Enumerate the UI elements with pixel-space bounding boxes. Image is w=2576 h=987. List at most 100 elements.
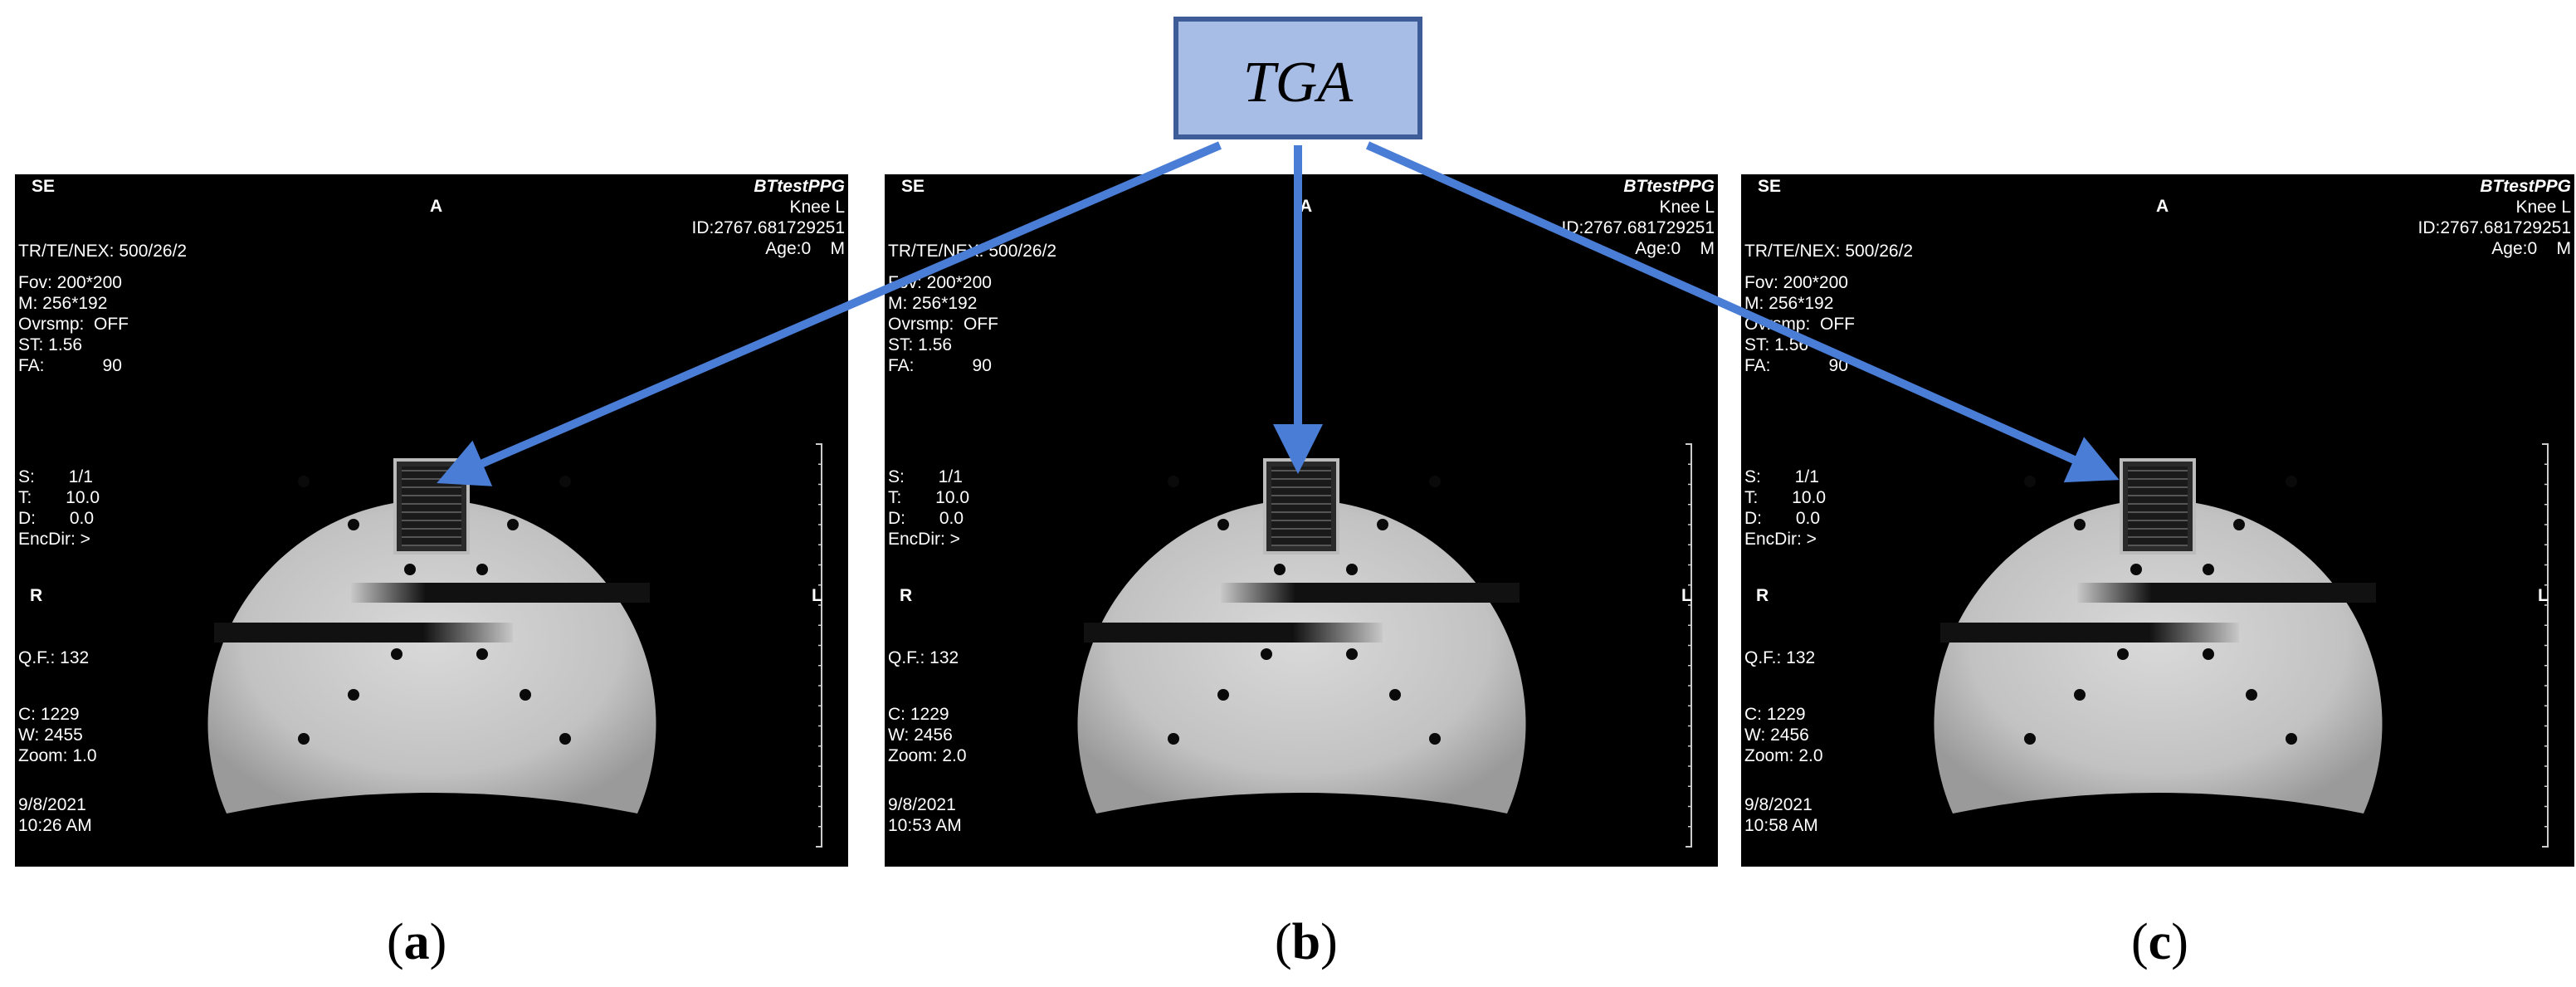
phantom-marker — [1346, 648, 1358, 660]
phantom-marker — [1377, 519, 1388, 530]
phantom-marker — [298, 733, 310, 745]
overlay-patient-id: ID:2767.681729251 — [2417, 218, 2572, 237]
phantom-body — [207, 500, 656, 814]
overlay-date: 9/8/2021 — [888, 795, 956, 814]
slot-right — [1221, 583, 1520, 603]
phantom-marker — [1261, 648, 1272, 660]
overlay-orient-top: A — [2156, 197, 2169, 216]
phantom-marker — [2130, 564, 2142, 575]
overlay-d: D: 0.0 — [888, 509, 964, 528]
overlay-orient-right: L — [2538, 586, 2549, 605]
tga-callout-box: TGA — [1173, 17, 1422, 139]
phantom-marker — [476, 564, 488, 575]
phantom-marker — [1274, 564, 1286, 575]
overlay-zoom: Zoom: 2.0 — [1744, 746, 1823, 765]
phantom-marker — [520, 689, 531, 701]
phantom-marker — [2024, 733, 2036, 745]
overlay-body-part: Knee L — [2515, 198, 2571, 217]
overlay-time: 10:58 AM — [1744, 816, 1818, 835]
overlay-zoom: Zoom: 1.0 — [18, 746, 97, 765]
phantom-marker — [2117, 648, 2129, 660]
overlay-c: C: 1229 — [1744, 705, 1806, 724]
phantom-marker — [2024, 476, 2036, 487]
overlay-fa: FA: 90 — [18, 356, 122, 375]
overlay-encdir: EncDir: > — [18, 530, 90, 549]
overlay-d: D: 0.0 — [18, 509, 95, 528]
slot-left — [1084, 623, 1383, 643]
overlay-patient-id: ID:2767.681729251 — [1561, 218, 1715, 237]
overlay-st: ST: 1.56 — [18, 335, 83, 354]
overlay-qf: Q.F.: 132 — [888, 648, 959, 667]
overlay-fov: Fov: 200*200 — [18, 273, 122, 292]
arrow-to-panel-c — [1365, 141, 2120, 483]
phantom-marker — [1168, 733, 1179, 745]
phantom-marker — [1346, 564, 1358, 575]
phantom-marker — [2233, 519, 2245, 530]
phantom-marker — [1217, 689, 1229, 701]
overlay-matrix: M: 256*192 — [18, 294, 108, 313]
overlay-patient-id: ID:2767.681729251 — [691, 218, 846, 237]
overlay-st: ST: 1.56 — [888, 335, 953, 354]
overlay-tr-te-nex: TR/TE/NEX: 500/26/2 — [18, 242, 188, 261]
overlay-fa: FA: 90 — [888, 356, 992, 375]
sublabel-b: (b) — [1275, 914, 1338, 970]
phantom-marker — [507, 519, 519, 530]
overlay-age: Age:0 M — [1635, 239, 1715, 258]
phantom-marker — [2286, 476, 2297, 487]
overlay-qf: Q.F.: 132 — [18, 648, 90, 667]
overlay-time: 10:53 AM — [888, 816, 962, 835]
phantom-marker — [1429, 476, 1441, 487]
overlay-age: Age:0 M — [2491, 239, 2571, 258]
overlay-protocol: BTtestPPG — [754, 177, 845, 196]
overlay-seq: SE — [1758, 177, 1782, 196]
phantom-marker — [348, 519, 359, 530]
phantom-marker — [2203, 564, 2214, 575]
overlay-w: W: 2455 — [18, 726, 83, 745]
overlay-s: S: 1/1 — [18, 467, 93, 486]
phantom-image — [1077, 443, 1692, 848]
overlay-matrix: M: 256*192 — [1744, 294, 1834, 313]
overlay-ovrsmp: Ovrsmp: OFF — [888, 315, 998, 334]
sublabel-a: (a) — [387, 914, 447, 970]
overlay-orient-left: R — [1756, 586, 1769, 605]
overlay-s: S: 1/1 — [1744, 467, 1819, 486]
overlay-t: T: 10.0 — [888, 488, 970, 507]
phantom-marker — [559, 733, 571, 745]
phantom-body — [1934, 500, 2383, 814]
overlay-encdir: EncDir: > — [888, 530, 960, 549]
overlay-protocol: BTtestPPG — [1623, 177, 1715, 196]
overlay-t: T: 10.0 — [1744, 488, 1827, 507]
overlay-orient-top: A — [430, 197, 443, 216]
overlay-encdir: EncDir: > — [1744, 530, 1817, 549]
phantom-marker — [559, 476, 571, 487]
overlay-matrix: M: 256*192 — [888, 294, 978, 313]
overlay-body-part: Knee L — [789, 198, 845, 217]
phantom-marker — [2203, 648, 2214, 660]
phantom-marker — [1217, 519, 1229, 530]
overlay-ovrsmp: Ovrsmp: OFF — [18, 315, 129, 334]
overlay-orient-right: L — [1681, 586, 1692, 605]
overlay-orient-left: R — [30, 586, 43, 605]
arrow-to-panel-a — [437, 141, 1222, 486]
sublabel-c: (c) — [2131, 914, 2188, 970]
overlay-c: C: 1229 — [18, 705, 80, 724]
phantom-marker — [1389, 689, 1401, 701]
overlay-w: W: 2456 — [888, 726, 953, 745]
phantom-marker — [348, 689, 359, 701]
slot-right — [351, 583, 650, 603]
phantom-marker — [391, 648, 402, 660]
overlay-d: D: 0.0 — [1744, 509, 1821, 528]
overlay-t: T: 10.0 — [18, 488, 100, 507]
phantom-marker — [2286, 733, 2297, 745]
phantom-marker — [476, 648, 488, 660]
phantom-marker — [404, 564, 416, 575]
tga-callout-label: TGA — [1242, 51, 1354, 115]
overlay-fov: Fov: 200*200 — [1744, 273, 1848, 292]
overlay-time: 10:26 AM — [18, 816, 92, 835]
slot-right — [2077, 583, 2376, 603]
phantom-image — [1934, 443, 2549, 848]
overlay-zoom: Zoom: 2.0 — [888, 746, 967, 765]
